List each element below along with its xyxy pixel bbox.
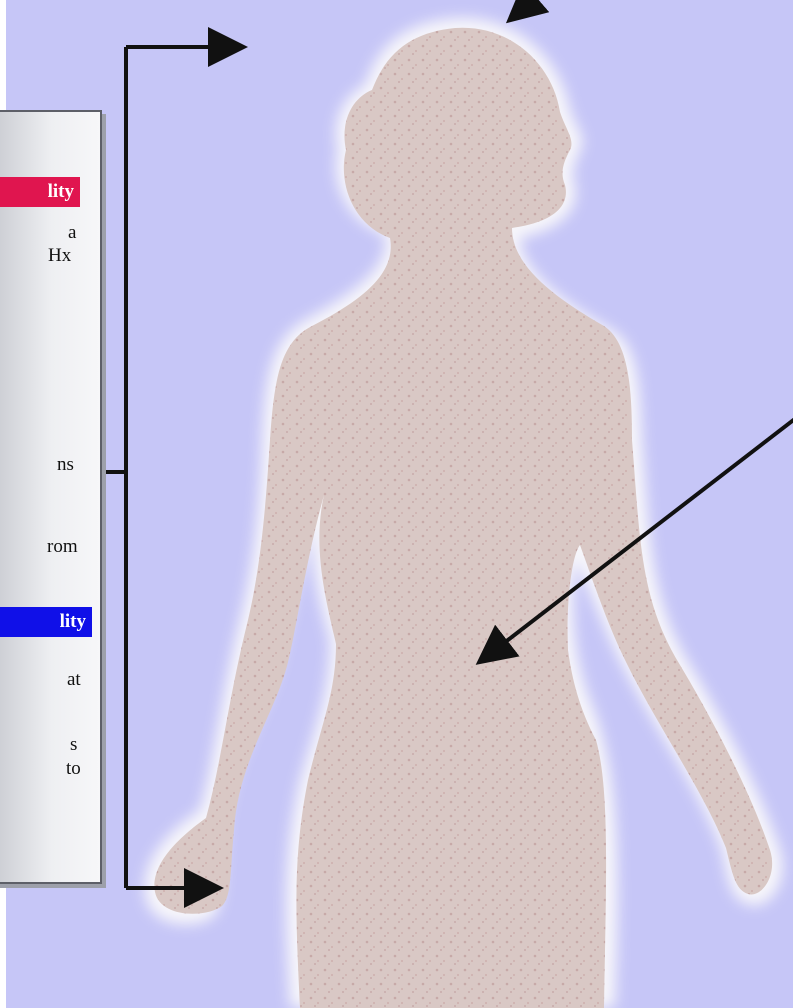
mid-line-1: ns (57, 454, 74, 476)
female-silhouette (144, 18, 782, 1008)
red-section-header: lity (0, 177, 80, 207)
blue-line-3: to (66, 758, 81, 780)
blue-section-header: lity (0, 607, 92, 637)
blue-line-2: s (70, 734, 77, 756)
red-line-1: a (68, 222, 76, 244)
mid-line-2: rom (47, 536, 78, 558)
red-line-2: Hx (48, 245, 71, 267)
blue-line-1: at (67, 669, 81, 691)
info-panel: lity a Hx ns rom lity at s to (0, 110, 102, 884)
arrow-to-top-of-head (512, 0, 542, 18)
